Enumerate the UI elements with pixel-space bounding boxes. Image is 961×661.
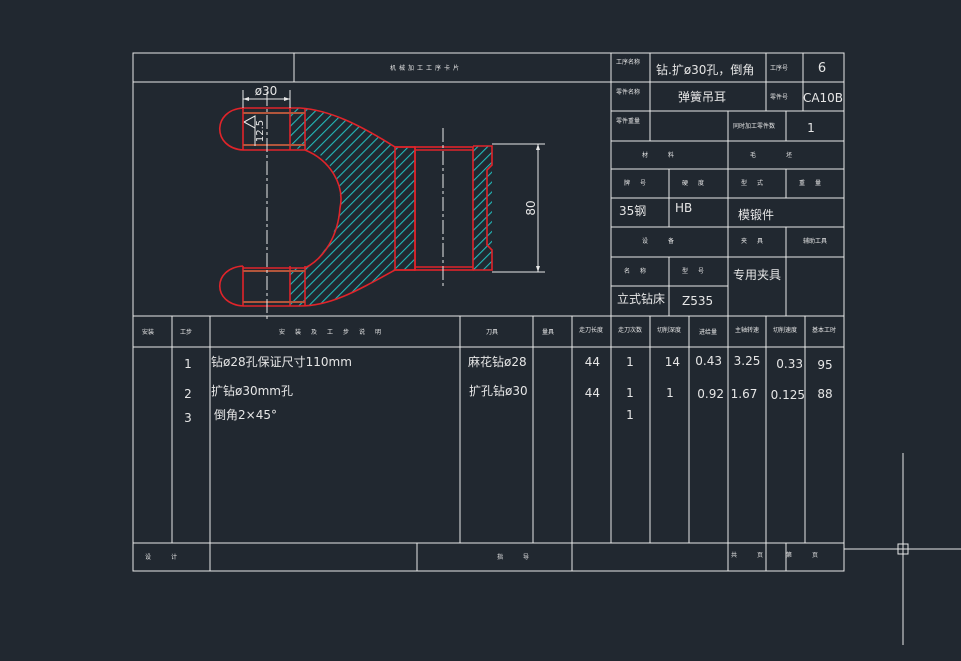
op-no-value: 6 — [818, 61, 826, 76]
grade-label: 牌号 — [624, 179, 656, 187]
material-section-label: 材料 — [642, 151, 694, 159]
table-row: 3 倒角2×45° 1 — [184, 408, 634, 425]
dim-diameter — [242, 90, 291, 108]
simul-label: 同时加工零件数 — [733, 122, 775, 130]
card-title: 机械加工工序卡片 — [390, 64, 462, 72]
eq-model-value: Z535 — [682, 294, 713, 308]
row2-length: 44 — [585, 386, 600, 400]
col-cut-speed: 切削速度 — [773, 326, 797, 334]
col-passes: 走刀次数 — [618, 326, 642, 334]
guide-label: 指导 — [497, 553, 549, 561]
row1-depth: 14 — [665, 355, 680, 369]
part-name-value: 弹簧吊耳 — [678, 89, 726, 104]
col-spindle-speed: 主轴转速 — [735, 326, 759, 334]
part-outline — [218, 107, 493, 307]
part-drawing[interactable]: ø30 80 12.5 — [218, 84, 545, 320]
aux-tool-label: 辅助工具 — [803, 237, 827, 245]
col-step: 工步 — [180, 328, 192, 336]
dim-length-text: 80 — [524, 200, 538, 215]
center-lines — [266, 92, 444, 320]
row2-desc: 扩钻ø30mm孔 — [211, 383, 293, 398]
fixture-label: 夹具 — [741, 237, 773, 245]
dim-diameter-text: ø30 — [255, 84, 278, 98]
part-no-value: CA10B — [803, 91, 843, 105]
col-feed: 进给量 — [699, 328, 717, 336]
row2-step: 2 — [184, 387, 192, 401]
total-pages-label: 共页 — [731, 551, 783, 559]
row3-step: 3 — [184, 411, 192, 425]
eq-model-label: 型号 — [682, 267, 714, 275]
row3-passes: 1 — [626, 408, 634, 422]
op-name-value: 钻.扩ø30孔，倒角 — [656, 62, 754, 77]
dim-length — [492, 143, 545, 273]
row2-feed: 0.92 — [697, 387, 724, 401]
part-name-label: 零件名称 — [616, 88, 640, 96]
design-label: 设计 — [145, 553, 197, 561]
blank-type-label: 型式 — [741, 179, 773, 187]
process-card-frame — [132, 52, 845, 572]
row2-passes: 1 — [626, 386, 634, 400]
col-gauge: 量具 — [542, 329, 554, 336]
row1-desc: 钻ø28孔保证尺寸110mm — [211, 354, 352, 369]
row1-step: 1 — [184, 357, 192, 371]
crosshair-cursor-icon — [844, 453, 961, 645]
grade-value: 35钢 — [619, 204, 646, 218]
roughness-text: 12.5 — [255, 120, 266, 142]
row1-length: 44 — [585, 355, 600, 369]
row2-spindle-speed: 1.67 — [731, 387, 758, 401]
blank-section-label: 毛坯 — [750, 151, 822, 159]
row1-tool: 麻花钻ø28 — [468, 354, 527, 369]
row1-time: 95 — [817, 358, 832, 372]
bore-lines — [243, 112, 305, 303]
row1-passes: 1 — [626, 355, 634, 369]
col-tool: 刀具 — [486, 329, 498, 336]
row2-cut-speed: 0.125 — [771, 388, 805, 402]
row2-depth: 1 — [666, 386, 674, 400]
part-weight-label: 零件重量 — [616, 117, 640, 125]
table-row: 2 扩钻ø30mm孔 扩孔钻ø30 44 1 1 0.92 1.67 0.125… — [184, 383, 832, 402]
hardness-label: 硬度 — [682, 179, 714, 187]
part-no-label: 零件号 — [770, 93, 788, 101]
table-row: 1 钻ø28孔保证尺寸110mm 麻花钻ø28 44 1 14 0.43 3.2… — [184, 354, 832, 372]
row1-feed: 0.43 — [695, 354, 722, 368]
hardness-value: HB — [675, 201, 692, 215]
col-feed-length: 走刀长度 — [579, 326, 603, 334]
row2-tool: 扩孔钻ø30 — [469, 383, 528, 398]
op-name-label: 工序名称 — [616, 58, 640, 66]
row1-cut-speed: 0.33 — [776, 357, 803, 371]
eq-name-value: 立式钻床 — [617, 291, 665, 306]
col-install: 安装 — [142, 328, 154, 336]
row3-desc: 倒角2×45° — [214, 408, 277, 422]
eq-name-label: 名称 — [624, 267, 656, 275]
weight-label: 重量 — [799, 179, 831, 187]
blank-type-value: 模锻件 — [738, 208, 774, 222]
page-no-label: 第页 — [786, 551, 838, 559]
fixture-value: 专用夹具 — [733, 267, 781, 282]
row1-spindle-speed: 3.25 — [734, 354, 761, 368]
col-depth: 切削深度 — [657, 326, 681, 334]
simul-value: 1 — [807, 121, 815, 135]
roughness-symbol-icon — [243, 115, 256, 146]
col-base-time: 基本工时 — [812, 326, 836, 334]
equipment-section-label: 设备 — [642, 237, 694, 245]
table-header: 安装 工步 安装及工步说明 刀具 量具 走刀长度 走刀次数 切削深度 进给量 主… — [142, 326, 836, 336]
row2-time: 88 — [817, 387, 832, 401]
col-description: 安装及工步说明 — [279, 328, 391, 336]
part-section-hatch — [290, 108, 415, 306]
right-flange-hatch — [473, 146, 492, 270]
op-no-label: 工序号 — [770, 64, 788, 72]
